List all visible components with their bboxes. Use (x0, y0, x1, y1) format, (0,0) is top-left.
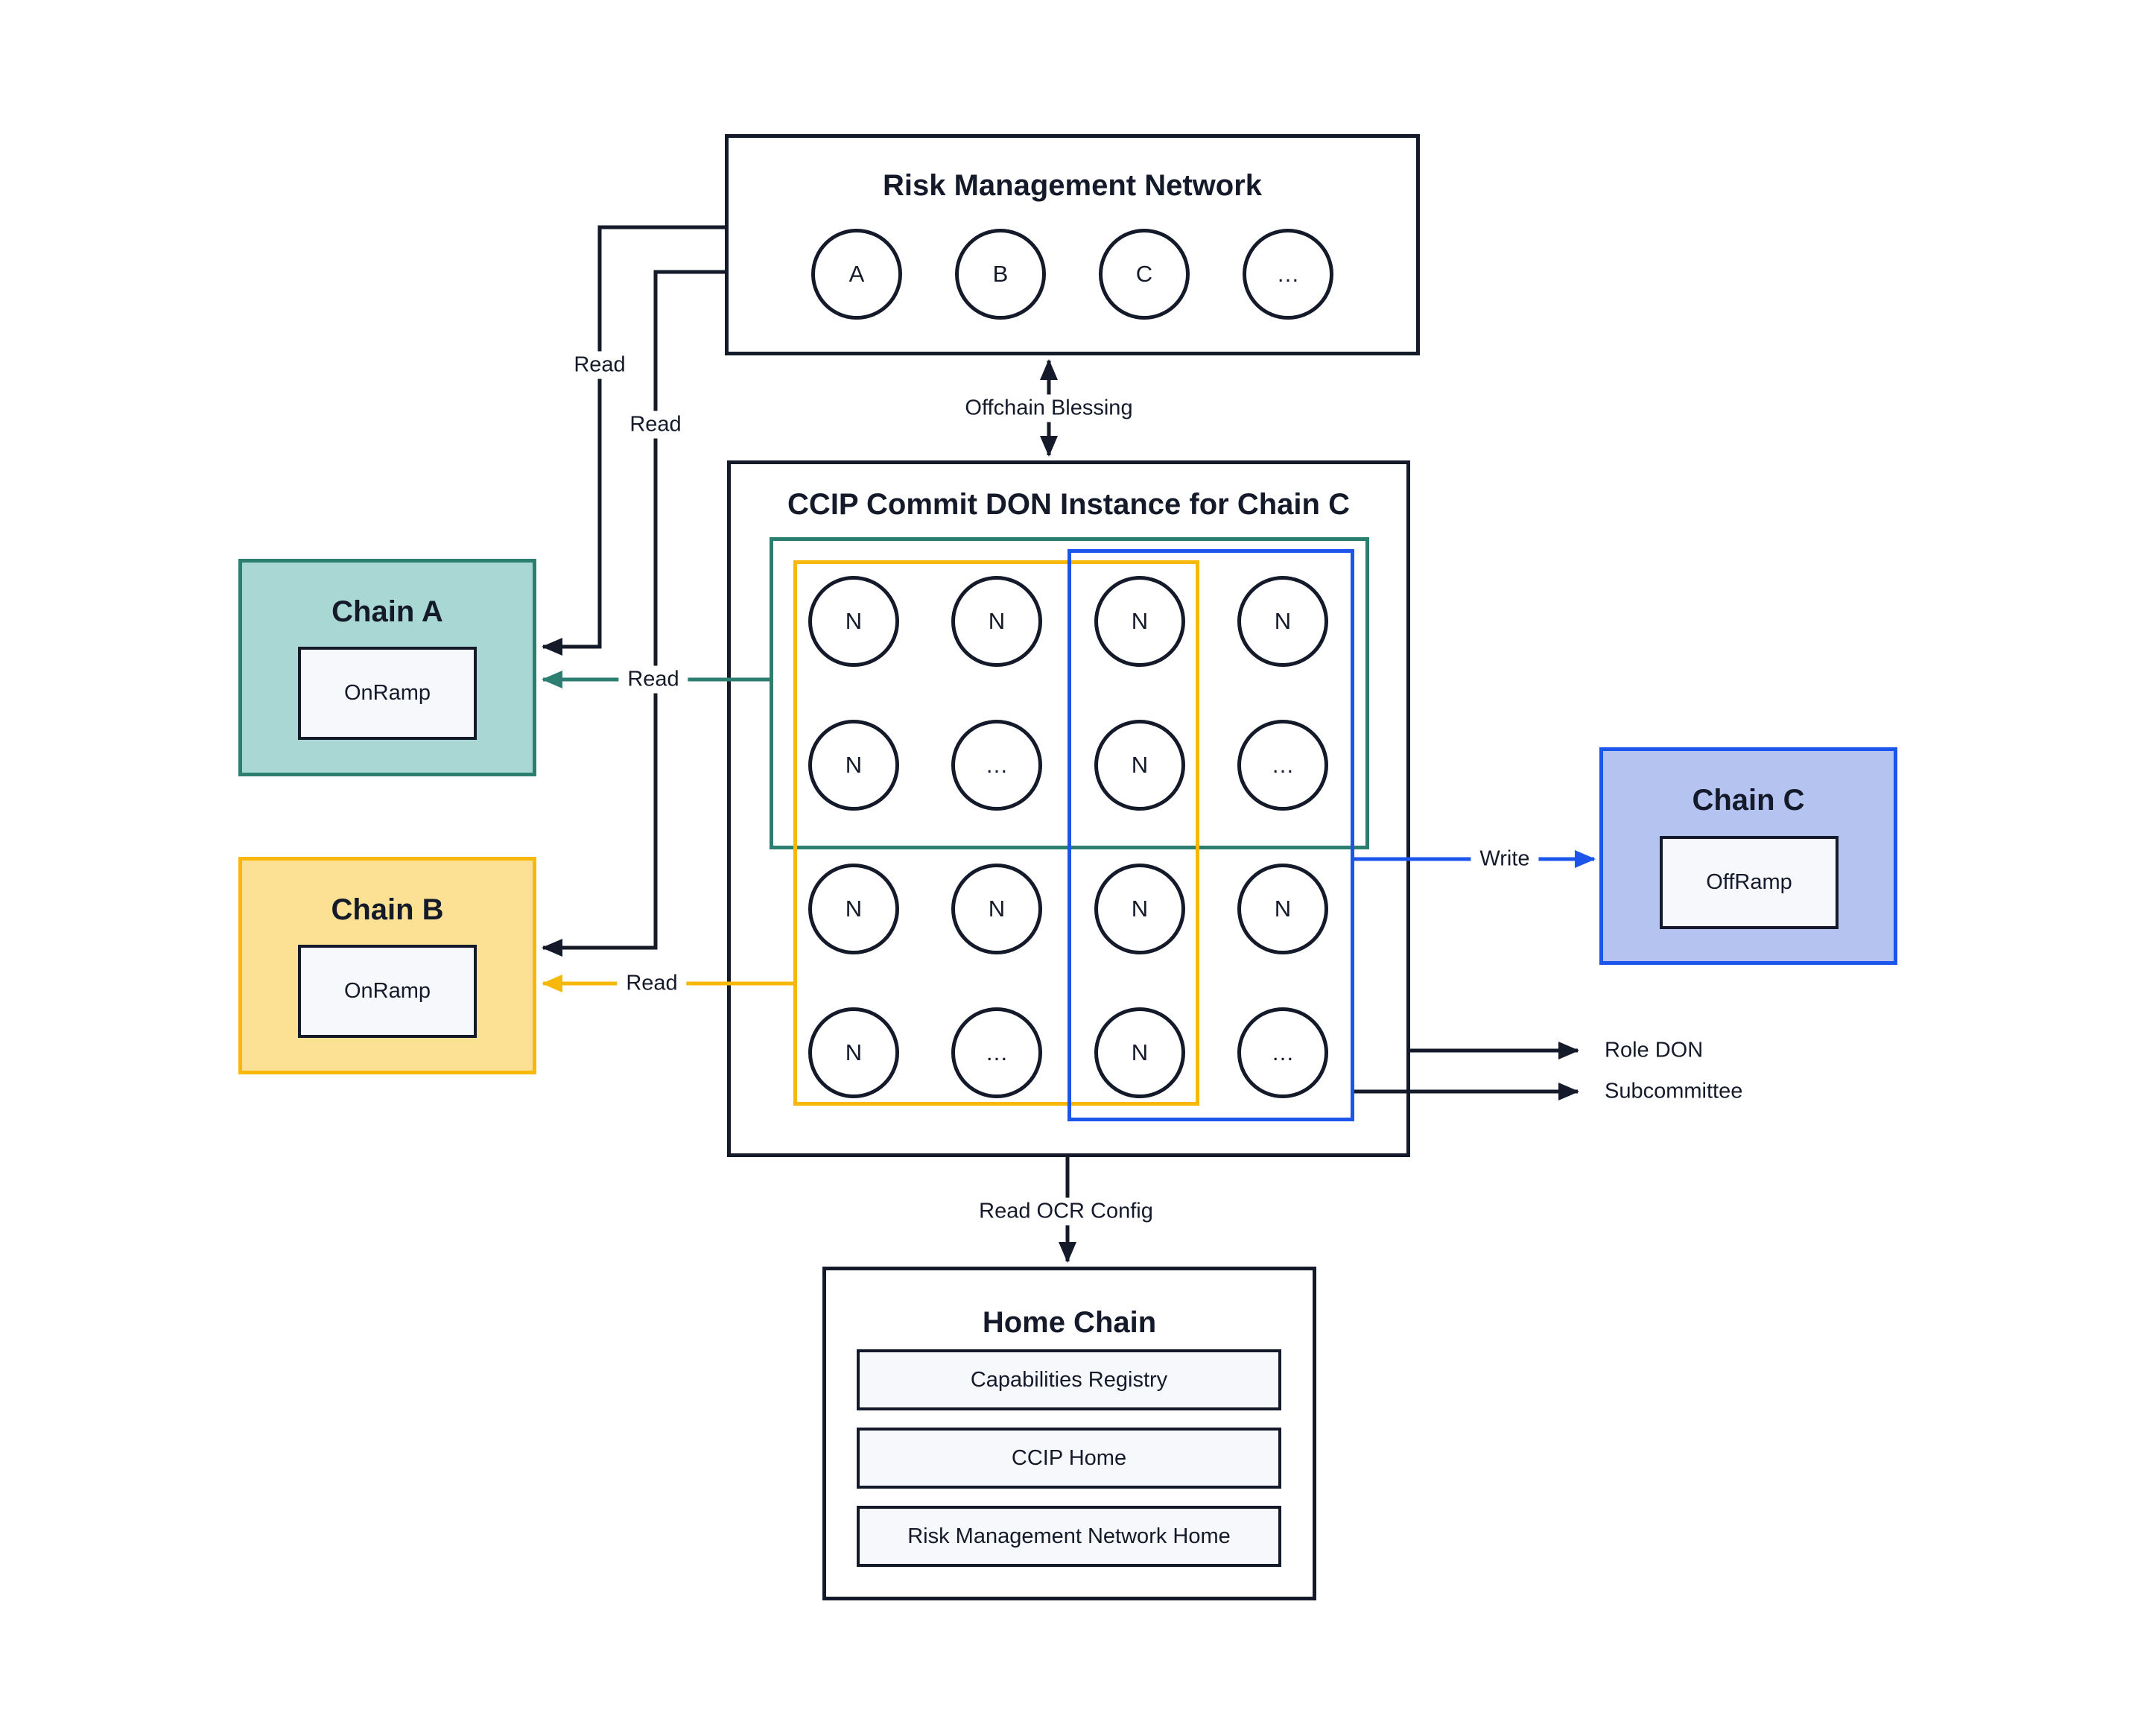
rmn-node-more: … (1243, 229, 1333, 320)
chain-b-subset-outline (793, 560, 1199, 1106)
don-node: N (808, 720, 899, 811)
don-node: … (1237, 720, 1328, 811)
don-node-label: N (845, 896, 863, 922)
don-node: N (1094, 720, 1185, 811)
chain-b-onramp-label: OnRamp (343, 979, 431, 1003)
edge-label-read-rmn-b: Read (621, 411, 691, 439)
rmn-home-box: Risk Management Network Home (857, 1506, 1281, 1567)
chain-c-title: Chain C (1692, 784, 1805, 817)
edge-label-write: Write (1471, 845, 1539, 873)
don-node-label: N (988, 608, 1006, 634)
chain-c-offramp-label: OffRamp (1706, 870, 1792, 894)
subcommittee-subset-outline (1068, 549, 1354, 1121)
don-node: N (1237, 864, 1328, 954)
edge-label-read-ocr-config: Read OCR Config (970, 1197, 1162, 1226)
don-node: N (1094, 1007, 1185, 1098)
don-node: N (1094, 864, 1185, 954)
don-node-label: N (1131, 608, 1149, 634)
don-node: N (808, 1007, 899, 1098)
rmn-node-b-label: B (992, 261, 1009, 287)
don-node-label: … (1271, 752, 1295, 778)
capabilities-registry-label: Capabilities Registry (970, 1367, 1168, 1392)
capabilities-registry-box: Capabilities Registry (857, 1349, 1281, 1410)
don-node-label: N (1131, 896, 1149, 922)
don-node-label: N (845, 752, 863, 778)
don-node: … (951, 1007, 1042, 1098)
ccip-home-label: CCIP Home (1011, 1445, 1127, 1470)
don-node: N (1094, 576, 1185, 667)
rmn-home-label: Risk Management Network Home (907, 1524, 1231, 1548)
edge-label-read-don-b: Read (617, 969, 687, 998)
home-chain-title: Home Chain (982, 1306, 1157, 1339)
risk-management-network-title: Risk Management Network (882, 169, 1263, 202)
chain-b-onramp-box: OnRamp (298, 945, 477, 1038)
rmn-node-a-label: A (848, 261, 865, 287)
edge-label-offchain-blessing: Offchain Blessing (956, 394, 1142, 422)
don-node-label: N (1274, 608, 1292, 634)
edge-label-read-don-a: Read (618, 665, 688, 694)
don-node: N (951, 576, 1042, 667)
don-node: N (808, 576, 899, 667)
don-node: … (951, 720, 1042, 811)
rmn-node-c: C (1099, 229, 1190, 320)
don-node: N (951, 864, 1042, 954)
ccip-home-box: CCIP Home (857, 1428, 1281, 1489)
don-node: … (1237, 1007, 1328, 1098)
don-node-label: N (1274, 896, 1292, 922)
don-node-label: N (1131, 1039, 1149, 1065)
don-node-label: … (985, 1039, 1009, 1065)
rmn-node-c-label: C (1135, 261, 1153, 287)
chain-a-title: Chain A (331, 595, 443, 628)
edge-label-subcommittee: Subcommittee (1605, 1079, 1743, 1103)
don-node-label: N (988, 896, 1006, 922)
rmn-node-b: B (955, 229, 1046, 320)
rmn-node-more-label: … (1276, 261, 1300, 287)
edge-label-read-rmn-a: Read (565, 351, 635, 379)
don-node-label: N (845, 608, 863, 634)
don-node-label: N (1131, 752, 1149, 778)
edge-label-role-don: Role DON (1605, 1038, 1704, 1062)
don-node-label: … (985, 752, 1009, 778)
don-node-label: N (845, 1039, 863, 1065)
rmn-node-a: A (811, 229, 902, 320)
don-node: N (808, 864, 899, 954)
chain-c-offramp-box: OffRamp (1660, 836, 1839, 929)
don-node: N (1237, 576, 1328, 667)
chain-b-title: Chain B (331, 893, 444, 926)
ccip-commit-don-title: CCIP Commit DON Instance for Chain C (787, 488, 1350, 521)
chain-a-onramp-box: OnRamp (298, 647, 477, 740)
don-node-label: … (1271, 1039, 1295, 1065)
chain-a-onramp-label: OnRamp (343, 681, 431, 705)
